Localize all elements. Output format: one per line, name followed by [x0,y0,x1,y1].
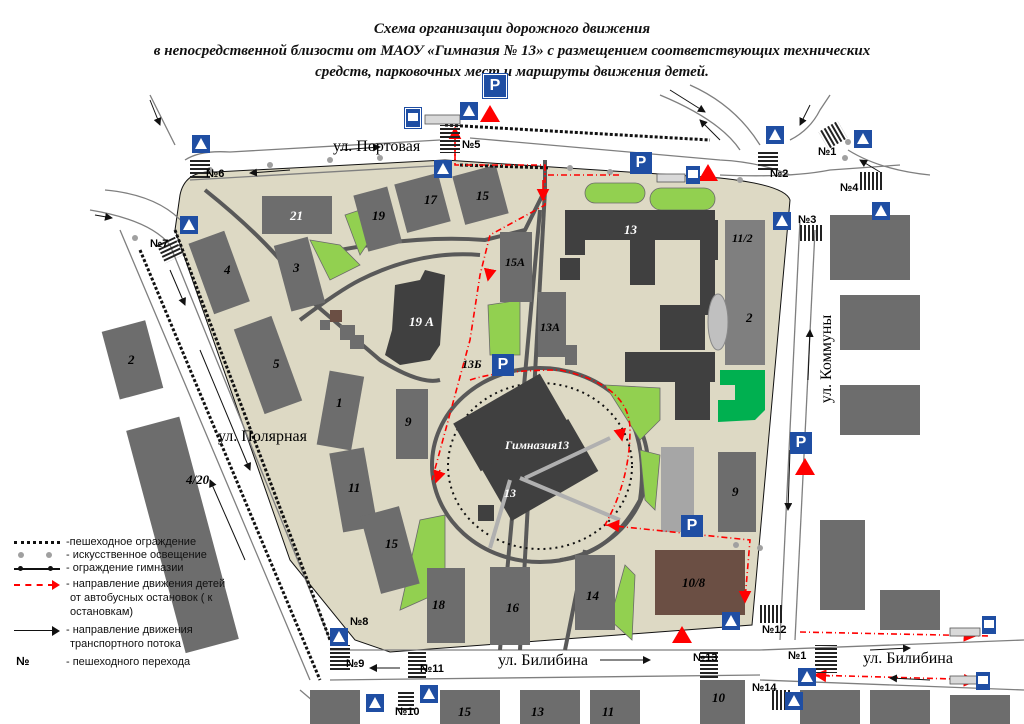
legend-pedestrian-fence-icon [14,541,60,544]
crossing-7 [156,236,184,264]
legend-text-8: транспортного потока [70,638,182,650]
legend-number-sign: № [16,654,30,668]
gymnasium-paths [488,436,621,549]
building-11-2 [725,220,765,365]
map-title-line3: средств, парковочных мест и маршруты дви… [315,64,709,80]
street-lights [132,139,851,551]
bus-stop-pads [424,114,981,685]
traffic-flow-arrows [94,89,931,683]
building-light [661,447,694,532]
crossing-9 [330,645,350,670]
legend-text-4: - направление движения детей [66,578,226,590]
crossing-13 [700,650,718,678]
legend-text-5: от автобусных остановок ( к [70,592,213,604]
crossing-5 [440,125,460,153]
legend-street-light-icon [46,552,52,558]
crossing-10 [398,690,414,710]
legend-text-9: - пешеходного перехода [66,656,191,668]
gymnasium-fence [447,382,633,550]
crossing-14 [772,690,792,710]
legend-text-6: остановкам) [70,606,134,618]
crossing-4 [860,172,882,190]
crossing-11 [408,650,426,680]
legend-traffic-arrow-icon [14,630,54,631]
gymnasium-13-building [560,210,718,420]
round-structure [707,293,729,351]
legend-text-3: - ограждение гимназии [66,562,184,574]
crossing-1-bottom [815,645,837,673]
pedestrian-crossings [156,120,882,710]
legend-street-light-icon [18,552,24,558]
legend-text-7: - направление движения [66,624,193,636]
legend-text-2: - искусственное освещение [66,549,207,561]
map-title-line2: в непосредственной близости от МАОУ «Гим… [153,43,871,59]
buildings [101,164,1010,724]
small-brown-building [330,310,342,322]
building-19a [385,270,445,365]
crossing-1-top [818,120,848,150]
crossing-2 [758,150,778,172]
crossing-6 [190,158,210,178]
legend-text-1: -пешеходное ограждение [66,536,197,548]
legend-gymnasium-fence-icon [14,568,60,570]
map-title-line1: Схема организации дорожного движения [373,21,651,37]
legend: -пешеходное ограждение - искусственное о… [10,536,240,686]
crossing-3 [800,225,822,241]
sports-ground [718,370,765,422]
green-zones [309,182,716,641]
crossing-12 [760,605,782,623]
legend-children-route-icon [14,584,54,586]
building-10-8 [655,550,745,615]
